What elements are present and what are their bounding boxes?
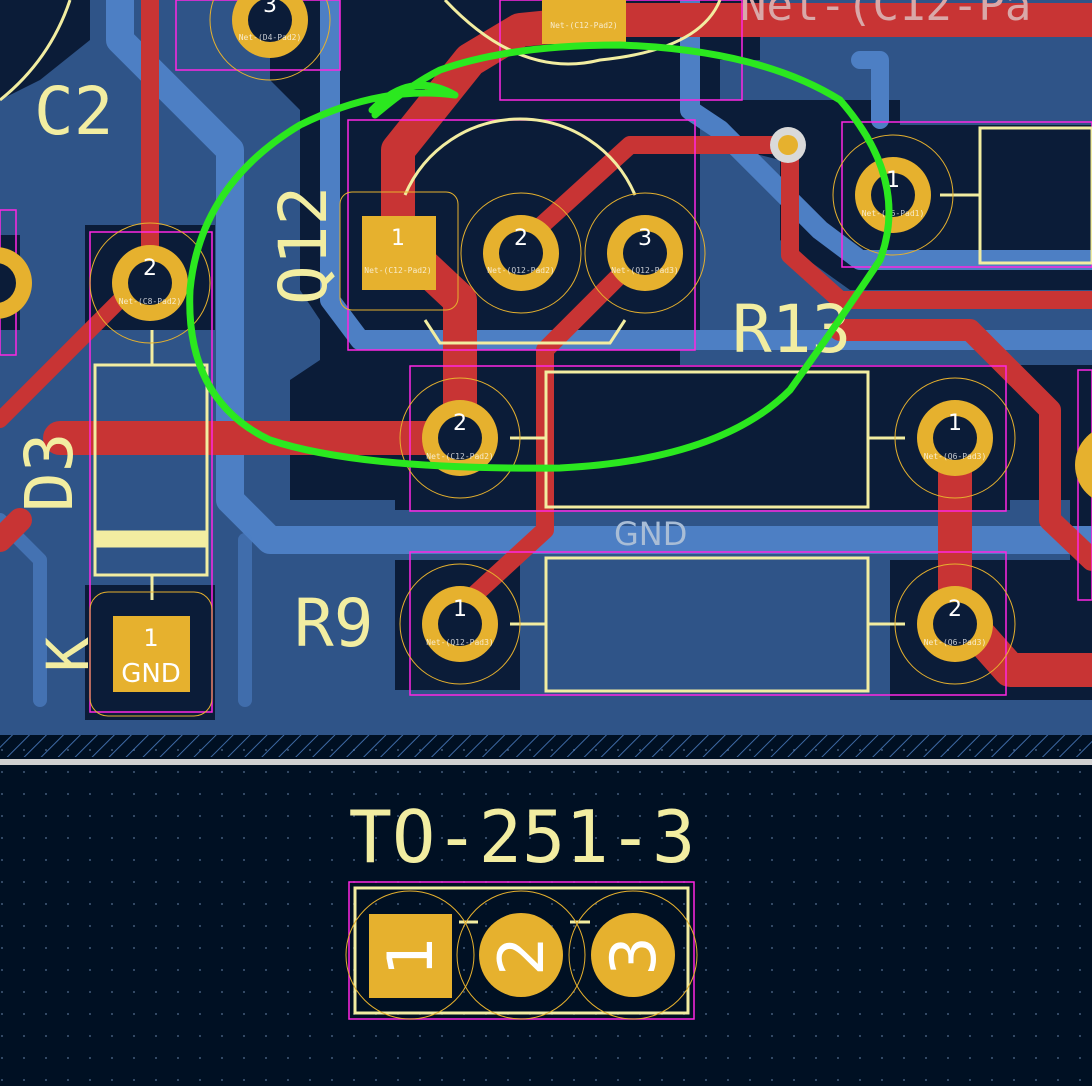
ref-d3: D3 [11,433,88,512]
pad-net-label: Net-(Q6-Pad3) [924,638,987,647]
pad-q12-1[interactable]: 1 Net-(C12-Pad2) [339,191,459,311]
pad-net-label: GND [121,659,181,689]
ref-c2: C2 [34,73,113,150]
pad-q12-3[interactable]: 3 Net-(Q12-Pad3) [584,192,706,314]
preview-pin-label: 2 [485,936,558,975]
pad-number: 1 [948,411,962,436]
pad-right-edge[interactable] [1075,425,1092,505]
pad-r9-1[interactable]: 1 Net-(Q12-Pad3) [399,563,521,685]
courtyards [0,0,1092,1020]
pad-number: 1 [391,226,405,251]
pad-net-label: Net-(Q12-Pad3) [426,638,493,647]
pad-number: 2 [514,226,528,251]
pad-right-1[interactable]: 1 Net-(Q6-Pad1) [832,134,954,256]
pad-d3-1[interactable]: 1 GND [89,591,213,717]
pad-number: 2 [948,597,962,622]
pad-r13-2[interactable]: 2 Net-(C12-Pad2) [399,377,521,499]
pad-net-label: Net-(Q6-Pad1) [862,209,925,218]
back-copper-traces[interactable] [0,0,1092,707]
pad-top-left-3[interactable]: 3 Net-(D4-Pad2) [209,0,331,81]
preview-pad-2: 2 [456,890,586,1020]
pad-number: 2 [453,411,467,436]
pad-number: 2 [143,256,157,281]
ref-q12: Q12 [265,186,342,305]
pad-r9-2[interactable]: 2 Net-(Q6-Pad3) [894,563,1016,685]
top-net-label: Net-(C12-Pa [740,0,1031,31]
preview-pad-1: 1 [345,890,475,1020]
pad-number: 1 [143,624,158,652]
ref-r9: R9 [294,585,373,662]
pad-r13-1[interactable]: 1 Net-(Q6-Pad3) [894,377,1016,499]
pad-net-label: Net-(Q12-Pad3) [611,266,678,275]
pad-net-label: Net-(Q6-Pad3) [924,452,987,461]
pad-net-label: Net-(C12-Pad2) [364,266,431,275]
preview-pin-label: 3 [597,936,670,975]
pad-q12-2[interactable]: 2 Net-(Q12-Pad2) [460,192,582,314]
pad-c8-2[interactable]: 2 Net-(C8-Pad2) [89,222,211,344]
annotation-circle [186,41,893,472]
footprint-preview: TO-251-3 1 2 3 [345,795,698,1020]
preview-pin-label: 1 [374,936,447,975]
preview-title: TO-251-3 [349,795,696,879]
pad-net-label: Net-(C12-Pad2) [550,21,617,30]
pad-number: 3 [638,226,652,251]
silkscreen-outlines [0,0,1092,1015]
via[interactable] [770,127,806,163]
pad-left-edge[interactable] [0,247,32,319]
pad-net-label: Net-(C12-Pad2) [426,452,493,461]
zone-label-gnd: GND [614,515,687,553]
pad-top-middle[interactable]: Net-(C12-Pad2) [542,0,626,44]
pad-number: 3 [263,0,277,18]
ref-d3-k: K [34,637,102,672]
pad-number: 1 [453,597,467,622]
pad-net-label: Net-(Q12-Pad2) [487,266,554,275]
pad-net-label: Net-(C8-Pad2) [119,297,182,306]
preview-pad-3: 3 [568,890,698,1020]
pad-net-label: Net-(D4-Pad2) [239,33,302,42]
